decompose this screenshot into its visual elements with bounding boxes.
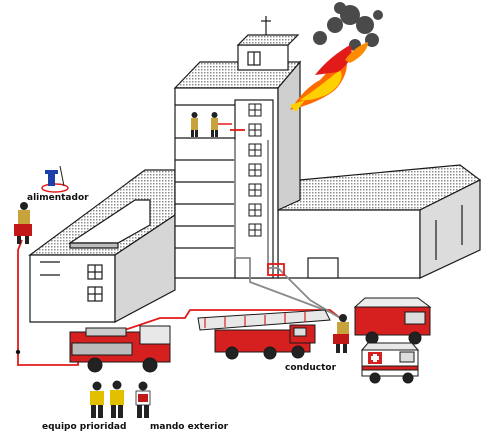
equipo-prioridad-team [90, 380, 124, 418]
mando-exterior-label: mando exterior [150, 422, 229, 432]
tower-windows [248, 103, 262, 237]
hydrant-icon [41, 165, 69, 193]
conductor-label: conductor [285, 363, 337, 373]
pump-truck [69, 325, 171, 373]
right-wing-building [276, 164, 482, 279]
dry-riser-line [234, 140, 331, 313]
ladder-truck [197, 309, 331, 360]
attack-hose [94, 309, 346, 341]
firefighter-figure [90, 381, 104, 418]
left-wing-window [87, 286, 103, 302]
support-truck [353, 297, 432, 345]
firefighter-figure [110, 380, 124, 418]
fire-and-smoke [290, 2, 383, 112]
siamese-connection [267, 263, 285, 276]
left-wing-window [87, 264, 103, 280]
left-wing-building [28, 169, 176, 323]
smoke [313, 2, 383, 51]
mando-exterior-firefighter [135, 381, 151, 418]
tower-firefighters [191, 112, 232, 137]
conductor-firefighter [333, 314, 349, 353]
firefighter-figure [191, 112, 198, 137]
flames [290, 42, 368, 112]
medical-cross-icon [368, 352, 382, 364]
alimentador-label: alimentador [27, 193, 89, 203]
equipo-prioridad-label: equipo prioridad [42, 422, 127, 432]
firefighter-figure [211, 112, 218, 137]
alimentador-firefighter [14, 202, 32, 244]
hose-coupling [15, 349, 21, 355]
